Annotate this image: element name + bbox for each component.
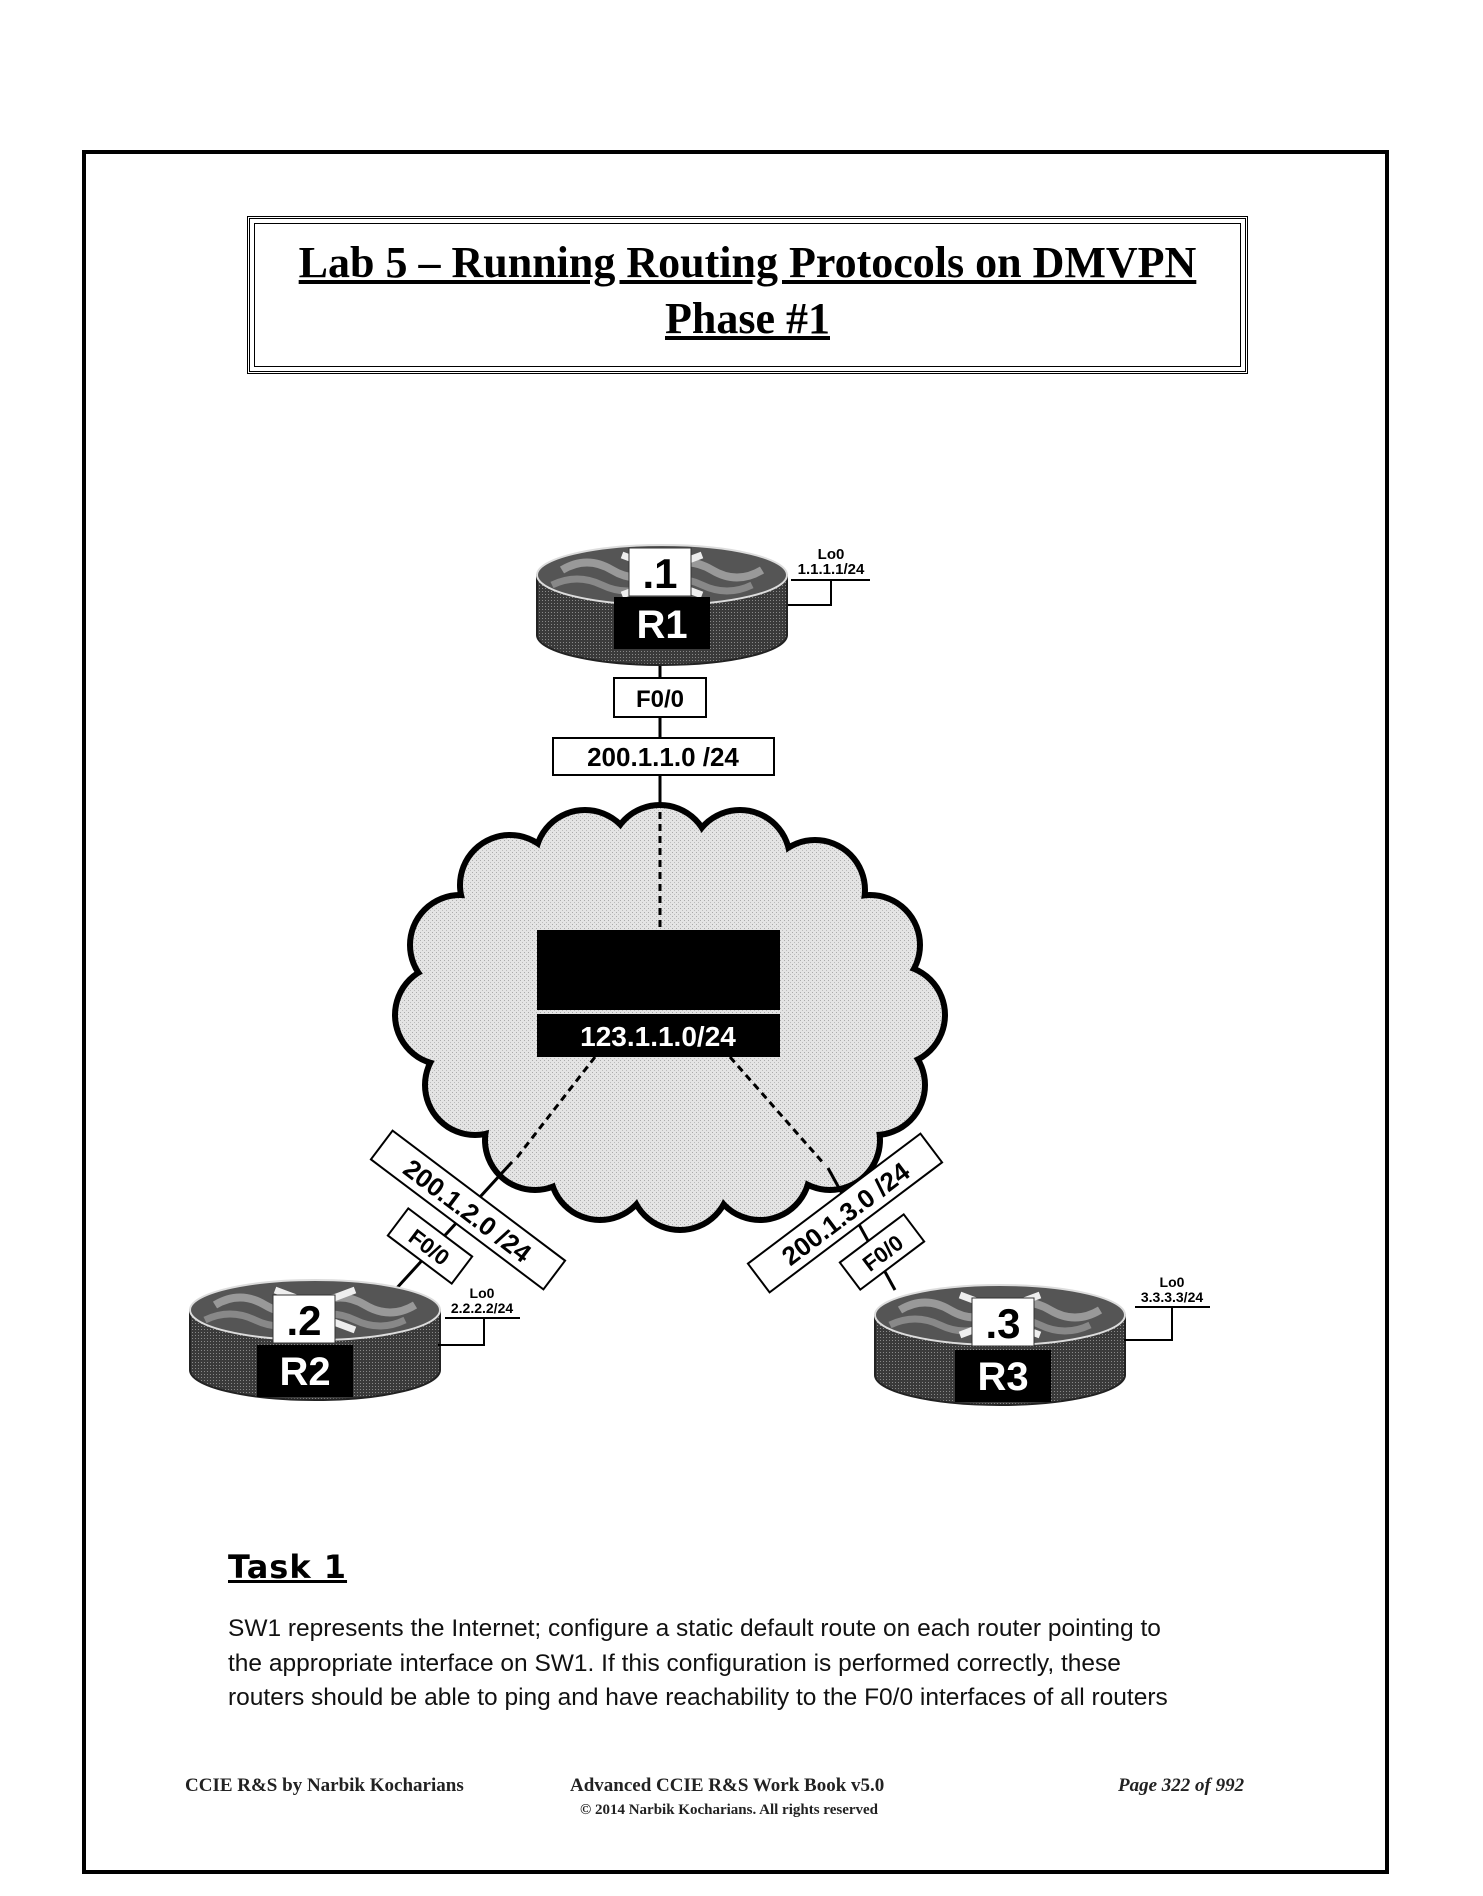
r1-subnet-box [552,737,775,776]
lab-subtitle: Phase #1 [665,294,830,343]
svg-text:Lo0: Lo0 [818,546,845,563]
footer-copyright: © 2014 Narbik Kocharians. All rights res… [580,1802,879,1818]
task-description: SW1 represents the Internet; configure a… [228,1612,1238,1716]
cloud-subnet-box [537,1014,780,1057]
r2-name-label: R2 [279,1350,330,1394]
router-r3: .3 R3 [875,1285,1125,1405]
page-border [82,150,1389,1874]
footer-page-number: Page 322 of 992 [1118,1775,1245,1796]
router-r1: .1 R1 [537,545,787,665]
r1-interface-box [613,677,707,718]
r2-loopback: Lo0 2.2.2.2/24 [438,1285,520,1346]
r2-host-label: .2 [286,1297,321,1344]
r1-host-label: .1 [642,550,677,597]
svg-text:2.2.2.2/24: 2.2.2.2/24 [451,1300,513,1316]
task-line: the appropriate interface on SW1. If thi… [228,1649,1121,1677]
r1-name-label: R1 [636,603,687,647]
svg-text:Lo0: Lo0 [470,1285,495,1301]
r1-subnet-label: 200.1.1.0 /24 [587,742,739,772]
r3-loopback: Lo0 3.3.3.3/24 [1124,1274,1210,1341]
r1-interface-label: F0/0 [636,686,684,713]
footer-author: CCIE R&S by Narbik Kocharians [185,1775,464,1796]
r1-loopback: Lo0 1.1.1.1/24 [788,546,870,606]
r2-link-line [393,1160,514,1292]
lab-title: Lab 5 – Running Routing Protocols on DMV… [298,238,1197,287]
router-r2: .2 R2 [190,1280,440,1400]
svg-text:Lo0: Lo0 [1160,1274,1185,1290]
r3-name-label: R3 [977,1355,1028,1399]
task-heading: Task 1 [228,1548,348,1586]
lab-title-box: Lab 5 – Running Routing Protocols on DMV… [247,216,1248,374]
r3-host-label: .3 [985,1300,1020,1347]
task-line: routers should be able to ping and have … [228,1684,1168,1711]
cloud-subnet-label: 123.1.1.0/24 [580,1021,736,1052]
footer-book: Advanced CCIE R&S Work Book v5.0 [570,1775,885,1796]
cloud-switch-box [537,930,780,1010]
internet-cloud [392,802,948,1233]
svg-text:1.1.1.1/24: 1.1.1.1/24 [798,561,865,578]
task-line: SW1 represents the Internet; configure a… [228,1615,1161,1642]
dashed-link [513,1056,597,1161]
svg-text:3.3.3.3/24: 3.3.3.3/24 [1141,1289,1203,1305]
